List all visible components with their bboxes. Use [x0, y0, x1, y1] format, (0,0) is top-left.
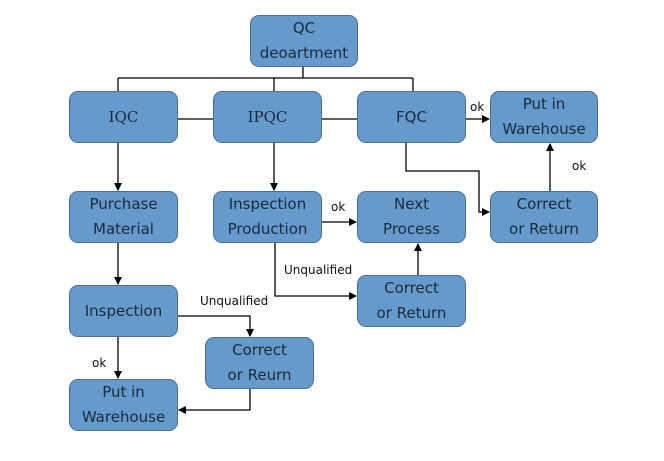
node-iqc: IQC	[69, 91, 178, 143]
node-qc-department: QC deoartment	[250, 15, 358, 67]
node-correct-or-return-left: Correct or Reurn	[205, 337, 314, 389]
node-inspection-production: Inspection Production	[213, 191, 322, 243]
node-label: Warehouse	[502, 120, 586, 138]
arrow-insp-prod-correct-mid	[274, 243, 357, 300]
node-purchase-material: Purchase Material	[69, 191, 178, 243]
node-ipqc: IPQC	[213, 91, 322, 143]
node-label: Process	[383, 220, 440, 238]
node-label: Inspection	[84, 301, 163, 320]
edge-label-insp-prod-ok: ok	[331, 200, 346, 214]
node-label: Production	[227, 220, 308, 238]
node-label: or Reurn	[227, 366, 292, 384]
edge-label-correct-right-ok: ok	[572, 159, 587, 173]
node-label: Correct	[516, 195, 572, 213]
arrow-correct-left-warehouse	[178, 389, 251, 414]
node-put-in-warehouse-top: Put in Warehouse	[490, 91, 598, 143]
node-label: Correct	[232, 341, 287, 359]
node-label: Put in	[102, 383, 145, 401]
node-correct-or-return-middle: Correct or Return	[357, 275, 466, 327]
edge-label-insp-prod-unqualified: Unqualified	[284, 263, 353, 277]
node-label: Put in	[522, 95, 566, 113]
node-label: QC	[292, 19, 316, 37]
node-inspection: Inspection	[69, 285, 178, 337]
arrow-inspection-correct-left	[178, 315, 254, 337]
edge-label-inspection-unqualified: Unqualified	[200, 294, 269, 308]
node-label: Next	[394, 195, 429, 213]
arrow-fqc-correct-right	[405, 143, 490, 216]
node-label: Material	[93, 220, 154, 238]
node-label: FQC	[396, 107, 427, 126]
node-label: Warehouse	[81, 408, 166, 426]
connector-qc-bus	[118, 67, 413, 79]
node-fqc: FQC	[357, 91, 466, 143]
node-label: IPQC	[247, 107, 288, 126]
node-label: IQC	[108, 107, 139, 126]
node-correct-or-return-right: Correct or Return	[490, 191, 598, 243]
node-next-process: Next Process	[357, 191, 466, 243]
node-label: Purchase	[89, 195, 158, 213]
node-label: deoartment	[259, 44, 349, 62]
edge-label-inspection-ok: ok	[92, 356, 107, 370]
node-label: or Return	[509, 220, 579, 238]
edge-label-fqc-ok: ok	[470, 100, 485, 114]
node-label: or Return	[376, 304, 447, 322]
node-put-in-warehouse-bottom: Put in Warehouse	[69, 379, 178, 431]
node-label: Inspection	[228, 195, 307, 213]
node-label: Correct	[384, 279, 439, 297]
